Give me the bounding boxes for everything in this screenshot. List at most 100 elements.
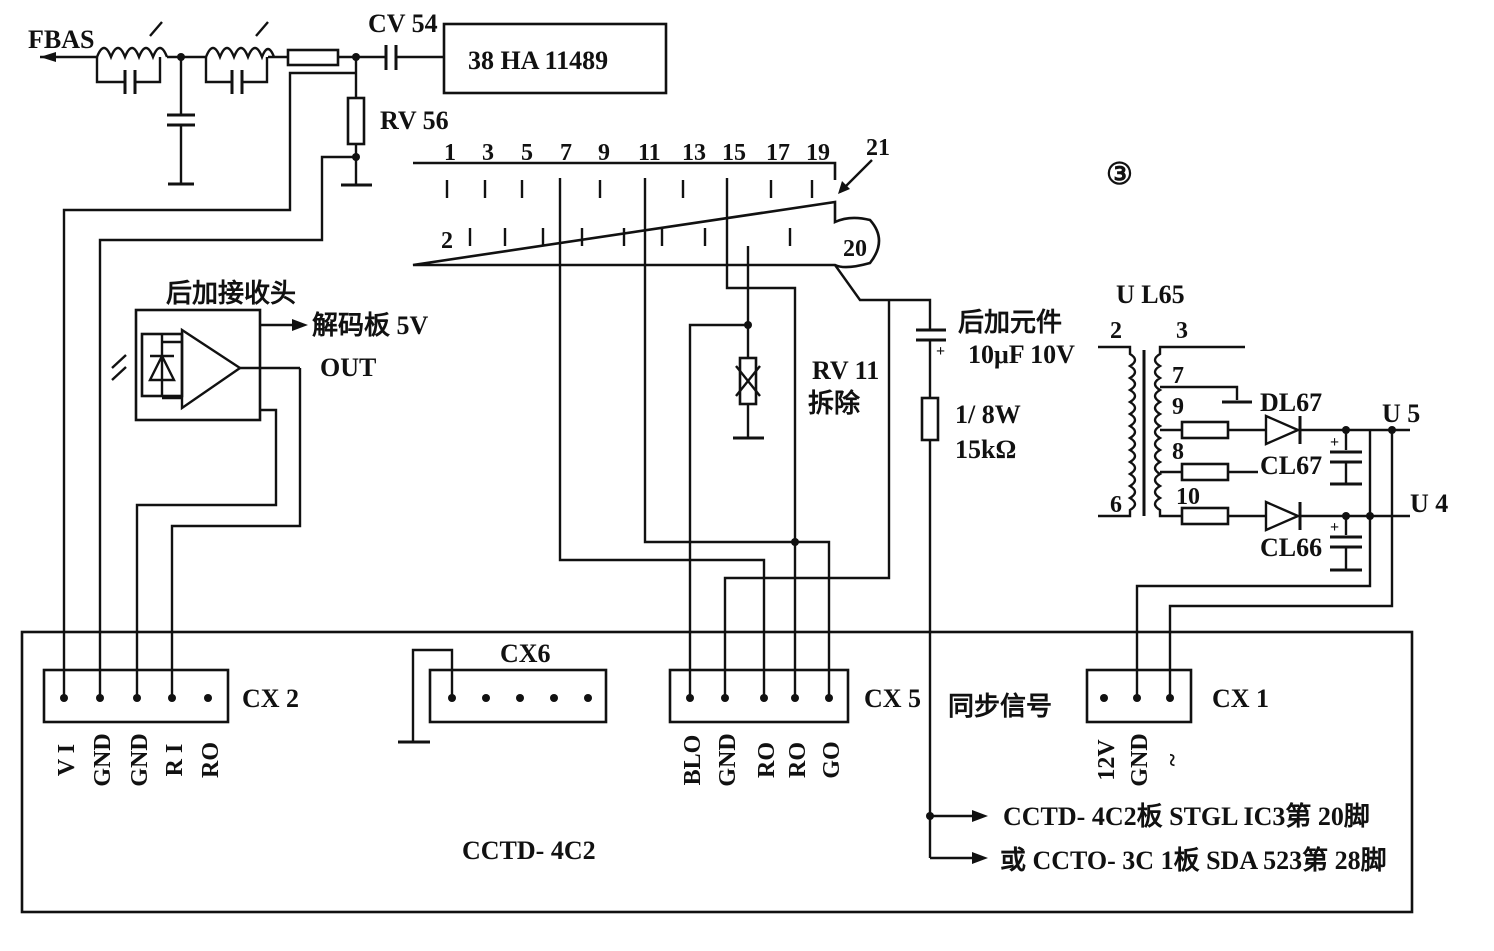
circle-number-3: ③ [1106, 158, 1133, 191]
ul65-pin8: 8 [1172, 439, 1184, 465]
ha11489-label: 38 HA 11489 [468, 46, 608, 75]
ul65-pin6: 6 [1110, 492, 1122, 518]
cap-value-label: 10μF 10V [968, 340, 1075, 369]
sync-destinations: CCTD- 4C2板 STGL IC3第 20脚 或 CCTO- 3C 1板 S… [926, 801, 1387, 875]
scart-pin-7: 7 [560, 140, 572, 166]
lc-filter-1 [95, 21, 169, 94]
scart-pin-13: 13 [682, 140, 706, 166]
rv56-resistor: RV 56 [341, 57, 449, 187]
ul65-pin2: 2 [1110, 318, 1122, 344]
u5-label: U 5 [1382, 399, 1420, 428]
ul65-pin9: 9 [1172, 394, 1184, 420]
cx2-label: CX 2 [242, 684, 299, 713]
cx5-pin-blo: BLO [680, 735, 706, 786]
cx1-label: CX 1 [1212, 684, 1269, 713]
scart-pin-21: 21 [866, 135, 890, 161]
dest1-label: CCTD- 4C2板 STGL IC3第 20脚 [1003, 801, 1370, 831]
out-label: OUT [320, 353, 376, 382]
ir-receiver: 后加接收头 解码板 5V OUT [111, 279, 429, 422]
res-power-label: 1/ 8W [955, 400, 1021, 429]
wire-gnd [98, 155, 356, 698]
svg-text:+: + [1330, 519, 1339, 536]
board-outline [20, 630, 1414, 914]
cl67-label: CL67 [1260, 451, 1322, 480]
wire-scart-7 [558, 178, 766, 698]
svg-text:+: + [1330, 434, 1339, 451]
cx5-pin-ro2: RO [785, 742, 811, 778]
cx2-pin-ri: R I [162, 744, 188, 777]
rv11-label: RV 11 [812, 356, 879, 385]
cx6-label: CX6 [500, 639, 551, 668]
scart-pin-17: 17 [766, 140, 790, 166]
sync-signal-label: 同步信号 [948, 691, 1052, 721]
fbas-label: FBAS [28, 25, 94, 54]
scart-pin-5: 5 [521, 140, 533, 166]
cx1-pin-gnd: GND [1127, 733, 1153, 786]
scart-pin-2: 2 [441, 228, 453, 254]
series-resistor [286, 48, 340, 67]
cx2-connector: CX 2 V I GND GND R I RO [42, 668, 299, 787]
cx5-pin-go: GO [819, 741, 845, 778]
cx2-pin-vi: V I [54, 744, 80, 776]
cx2-pin-ro: RO [198, 742, 224, 778]
cx2-pin-gnd2: GND [127, 733, 153, 786]
cl66-label: CL66 [1260, 533, 1322, 562]
ul65-pin3: 3 [1176, 318, 1188, 344]
ul65-label: U L65 [1116, 280, 1185, 309]
ul65-transformer: U L65 2 3 6 7 9 8 10 [1098, 280, 1252, 518]
rv11-component: RV 11 拆除 [733, 325, 879, 440]
lc-filter-2 [204, 21, 276, 94]
ul65-pin7: 7 [1172, 363, 1184, 389]
scart-pin-ticks [445, 180, 814, 246]
scart-pin-3: 3 [482, 140, 494, 166]
wire-gnd2 [135, 408, 278, 698]
svg-text:+: + [936, 343, 945, 360]
cx1-connector: 同步信号 CX 1 12V GND ~ [948, 668, 1269, 787]
decoder-5v-label: 解码板 5V [312, 311, 429, 340]
scart-pin-9: 9 [598, 140, 610, 166]
scart-top-pin-labels: 1 3 5 7 9 11 13 15 17 19 [444, 140, 830, 166]
ul65-pin10: 10 [1176, 484, 1200, 510]
added-parts-label: 后加元件 [958, 308, 1062, 337]
receiver-title: 后加接收头 [166, 279, 296, 308]
rv56-label: RV 56 [380, 106, 449, 135]
wire-vi [62, 71, 356, 698]
cx5-pin-ro1: RO [754, 742, 780, 778]
wire-scart-15 [725, 178, 797, 698]
dl67-label: DL67 [1260, 388, 1322, 417]
wire-gnd-cx5 [723, 300, 891, 698]
wire-cx1-ac [1168, 430, 1394, 698]
cx5-label: CX 5 [864, 684, 921, 713]
cx2-pin-gnd1: GND [90, 733, 116, 786]
wire-cx1-gnd [1135, 430, 1372, 698]
cx6-connector: CX6 [398, 639, 608, 744]
wire-blo [688, 246, 750, 698]
rv11-removed-label: 拆除 [808, 388, 861, 418]
cx5-connector: CX 5 BLO GND RO RO GO [668, 668, 921, 787]
scart-pin-11: 11 [638, 140, 661, 166]
cx1-pin-ac: ~ [1160, 753, 1186, 766]
scart-pin-1: 1 [444, 140, 456, 166]
added-components: + 后加元件 10μF 10V 1/ 8W 15kΩ [916, 308, 1075, 858]
wire-ri [170, 368, 302, 698]
cl66-branch: U 4 + CL66 [1180, 489, 1448, 572]
wire-scart-11 [643, 178, 831, 698]
fbas-arrow [40, 52, 56, 62]
wire-pin20 [834, 264, 932, 330]
cx1-pin-12v: 12V [1094, 739, 1120, 781]
fbas-filter-section: FBAS [28, 9, 668, 187]
cv54-label: CV 54 [368, 9, 438, 38]
ha11489-chip [442, 22, 668, 95]
u4-label: U 4 [1410, 489, 1448, 518]
dest2-label: 或 CCTO- 3C 1板 SDA 523第 28脚 [1000, 845, 1387, 875]
board-label: CCTD- 4C2 [462, 836, 596, 865]
cx5-pin-gnd: GND [715, 733, 741, 786]
scart-pin-15: 15 [722, 140, 746, 166]
dl67-branch: DL67 U 5 + CL67 [1180, 388, 1420, 486]
scart-pin-20: 20 [843, 236, 867, 262]
cv54-capacitor: CV 54 [368, 9, 444, 70]
scart-pin-19: 19 [806, 140, 830, 166]
scart-connector: 1 3 5 7 9 11 13 15 17 19 [412, 135, 890, 269]
res-value-label: 15kΩ [955, 435, 1016, 464]
